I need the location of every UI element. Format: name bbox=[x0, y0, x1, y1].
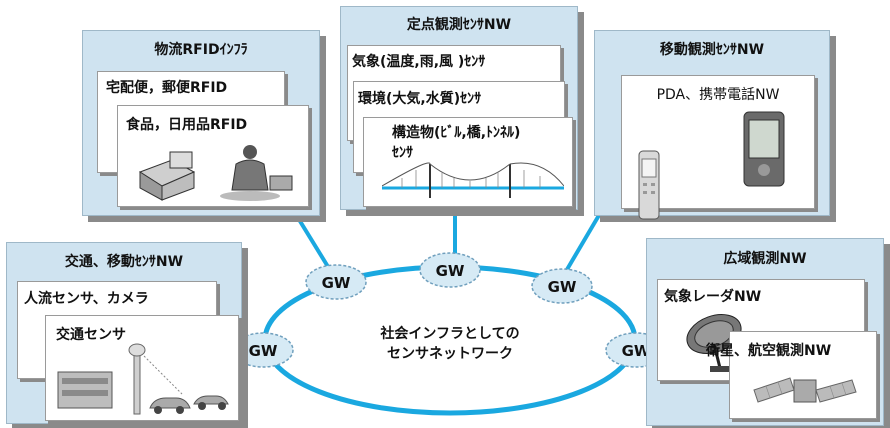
gateway-label: GW bbox=[622, 342, 651, 360]
card-label: 衛星、航空観測NW bbox=[706, 343, 832, 359]
card-label-sensor: ｾﾝｻ bbox=[392, 145, 413, 161]
center-text-line-1: 社会インフラとしての bbox=[379, 325, 519, 342]
card-food-rfid: 食品，日用品RFID bbox=[117, 105, 309, 207]
card-satellite-aerial: 衛星、航空観測NW bbox=[706, 331, 877, 419]
panel-fixed-observation: 定点観測ｾﾝｻNW 気象(温度,雨,風 )ｾﾝｻ 環境(大気,水質)ｾﾝｻ 構造… bbox=[340, 6, 578, 210]
gateway-top-center: GW bbox=[419, 252, 481, 288]
panel-title: 広域観測NW bbox=[723, 251, 807, 267]
traffic-scene-illustration bbox=[57, 343, 229, 415]
gateway-label: GW bbox=[436, 262, 465, 280]
card-label: 構造物(ﾋﾞﾙ,橋,ﾄﾝﾈﾙ) bbox=[392, 125, 521, 141]
card-structure-sensor: 構造物(ﾋﾞﾙ,橋,ﾄﾝﾈﾙ) ｾﾝｻ bbox=[363, 117, 573, 207]
link-mobile bbox=[560, 203, 607, 280]
card-label: 交通センサ bbox=[56, 327, 126, 343]
pda-icon bbox=[743, 111, 785, 187]
gateway-label: GW bbox=[322, 274, 351, 292]
mobile-phone-icon bbox=[638, 150, 660, 220]
card-label: 気象レーダNW bbox=[664, 289, 762, 305]
panel-mobile-observation: 移動観測ｾﾝｻNW PDA、携帯電話NW bbox=[594, 30, 830, 220]
packages-and-person-illustration bbox=[138, 145, 293, 201]
panel-logistics-rfid: 物流RFIDｲﾝﾌﾗ 宅配便，郵便RFID 食品，日用品RFID bbox=[82, 30, 320, 216]
bridge-illustration bbox=[382, 162, 564, 198]
gateway-label: GW bbox=[548, 278, 577, 296]
card-label: 環境(大気,水質)ｾﾝｻ bbox=[358, 91, 482, 107]
card-label: 気象(温度,雨,風 )ｾﾝｻ bbox=[352, 54, 486, 70]
card-label: 食品，日用品RFID bbox=[126, 117, 248, 133]
card-label: 人流センサ、カメラ bbox=[24, 291, 149, 307]
panel-title: 定点観測ｾﾝｻNW bbox=[406, 17, 512, 33]
panel-wide-area-observation: 広域観測NW 気象レーダNW 衛星、航空観測NW bbox=[646, 238, 884, 426]
gateway-label: GW bbox=[249, 342, 278, 360]
radar-dish-icon bbox=[686, 314, 742, 372]
panel-title: 交通、移動ｾﾝｻNW bbox=[64, 254, 184, 270]
card-traffic-sensor: 交通センサ bbox=[45, 315, 239, 421]
satellite-icon bbox=[753, 377, 857, 403]
center-text-line-2: センサネットワーク bbox=[387, 346, 513, 362]
panel-traffic-movement: 交通、移動ｾﾝｻNW 人流センサ、カメラ 交通センサ bbox=[6, 242, 242, 424]
panel-title: 物流RFIDｲﾝﾌﾗ bbox=[154, 42, 248, 58]
gateway-top-left: GW bbox=[305, 264, 367, 300]
card-label: 宅配便，郵便RFID bbox=[106, 80, 228, 96]
panel-title: 移動観測ｾﾝｻNW bbox=[659, 42, 765, 58]
gateway-top-right: GW bbox=[531, 268, 593, 304]
card-label: PDA、携帯電話NW bbox=[656, 87, 780, 103]
